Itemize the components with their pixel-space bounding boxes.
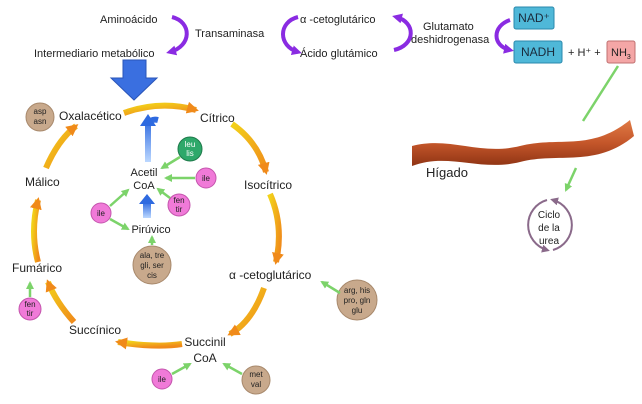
pyruvate-arrow-head — [139, 194, 155, 204]
svg-text:tir: tir — [176, 205, 183, 214]
cycle-arrow-oxalacetate-citrate — [122, 101, 199, 116]
arg-his-pro-arrow — [320, 280, 341, 295]
liver-label: Hígado — [426, 165, 468, 180]
cycle-arrow-ketoglutarate-succinylcoa — [227, 286, 267, 337]
svg-text:met: met — [249, 370, 263, 379]
cycle-arrow-succinylcoa-succinate — [115, 337, 183, 350]
ile-c-arrow — [171, 362, 192, 376]
svg-text:asp: asp — [34, 107, 47, 116]
isocitrate-label: Isocítrico — [244, 178, 292, 192]
nadh-label: NADH — [521, 45, 555, 59]
badge-pyruvate-aminoacids: ala, tre gli, ser cis — [132, 245, 172, 285]
alpha-ketoglutarate-curved-arrow — [281, 15, 302, 56]
cycle-arrow-malate-oxalacetate — [43, 123, 79, 170]
acetylcoa-label-line2: CoA — [133, 180, 155, 192]
met-val-arrow — [222, 362, 243, 376]
nh3-box — [606, 40, 636, 64]
fumarate-label: Fumárico — [12, 261, 62, 275]
cycle-arrow-fumarate-malate — [29, 197, 42, 263]
svg-text:gli, ser: gli, ser — [140, 261, 164, 270]
leu-lis-arrow — [160, 155, 181, 170]
svg-text:fen: fen — [24, 300, 35, 309]
oxalacetate-label: Oxalacético — [59, 109, 122, 123]
svg-text:cis: cis — [147, 271, 157, 280]
liver-band — [412, 120, 634, 166]
urea-cycle-line2: de la — [538, 223, 560, 234]
nad-to-nadh-arrow — [494, 18, 514, 54]
badge-fen-tir-b: fen tir — [18, 297, 42, 321]
svg-text:ile: ile — [158, 375, 167, 384]
nh3-label: NH3 — [611, 47, 631, 61]
fen-tir-a-arrow — [156, 187, 171, 199]
badge-met-val: met val — [241, 365, 271, 395]
svg-text:ile: ile — [97, 209, 106, 218]
badge-fen-tir-a: fen tir — [167, 193, 191, 217]
glutamic-acid-label: Ácido glutámico — [300, 47, 378, 60]
transaminase-label: Transaminasa — [195, 28, 265, 40]
transaminase-curved-arrow — [166, 15, 189, 56]
intermediate-down-arrow — [109, 59, 159, 101]
alpha-ketoglutarate-cycle-label: α -cetoglutárico — [229, 268, 312, 282]
svg-text:arg, his: arg, his — [344, 286, 370, 295]
urea-cycle-arc-right — [550, 197, 573, 251]
badge-ile-a: ile — [195, 167, 217, 189]
glutamate-dh-label-line2: deshidrogenasa — [411, 34, 490, 46]
svg-text:fen: fen — [173, 196, 184, 205]
urea-cycle-line3: urea — [539, 236, 559, 247]
glutamate-dh-left-arrow — [392, 13, 413, 52]
acetylcoa-label-line1: Acetil — [131, 167, 158, 179]
nh3-subscript: 3 — [627, 54, 631, 61]
cycle-arrow-succinate-fumarate — [45, 279, 77, 325]
plus-h-label: + H⁺ + — [568, 47, 601, 59]
citrate-label: Cítrico — [200, 111, 235, 125]
svg-text:leu: leu — [185, 140, 196, 149]
succinylcoa-label-line1: Succinil — [184, 335, 225, 349]
badge-asp-asn: asp asn — [25, 102, 55, 132]
succinylcoa-label-line2: CoA — [193, 351, 216, 365]
liver-to-urea-arrow — [564, 167, 578, 192]
badge-arg-his-pro: arg, his pro, gln glu — [336, 279, 378, 321]
ile-b-to-pyruvate-arrow — [109, 217, 130, 231]
svg-text:asn: asn — [34, 117, 47, 126]
svg-text:glu: glu — [352, 306, 363, 315]
badge-ile-b: ile — [90, 202, 112, 224]
cycle-arrow-isocitrate-ketoglutarate — [267, 192, 284, 265]
alpha-ketoglutarate-top-label: α -cetoglutárico — [300, 14, 375, 26]
glutamate-dh-label-line1: Glutamato — [423, 21, 474, 33]
nad-label: NAD⁺ — [518, 11, 550, 25]
succinate-label: Succínico — [69, 323, 121, 337]
badge-ile-c: ile — [151, 368, 173, 390]
badge-leu-lis: leu lis — [177, 136, 203, 162]
cycle-arrow-citrate-isocitrate — [230, 121, 270, 175]
acetylcoa-arrow-head — [140, 114, 156, 126]
nad-box — [513, 6, 555, 30]
aminoacid-label: Aminoácido — [100, 14, 157, 26]
ile-b-to-acetylcoa-arrow — [109, 188, 130, 207]
svg-text:lis: lis — [186, 149, 194, 158]
metabolic-intermediate-label: Intermediario metabólico — [34, 48, 154, 60]
urea-cycle-line1: Ciclo — [538, 210, 561, 221]
nadh-box — [513, 40, 563, 64]
svg-text:pro, gln: pro, gln — [344, 296, 371, 305]
svg-text:val: val — [251, 380, 261, 389]
pyruvate-label: Pirúvico — [131, 224, 170, 236]
svg-text:tir: tir — [27, 309, 34, 318]
svg-text:ile: ile — [202, 174, 211, 183]
urea-cycle-arc-left — [527, 199, 550, 253]
svg-text:ala, tre: ala, tre — [140, 251, 165, 260]
nh3-to-liver-arrow — [581, 65, 620, 122]
pyruvate-to-acetylcoa-arrow — [143, 202, 151, 218]
malate-label: Málico — [25, 175, 60, 189]
